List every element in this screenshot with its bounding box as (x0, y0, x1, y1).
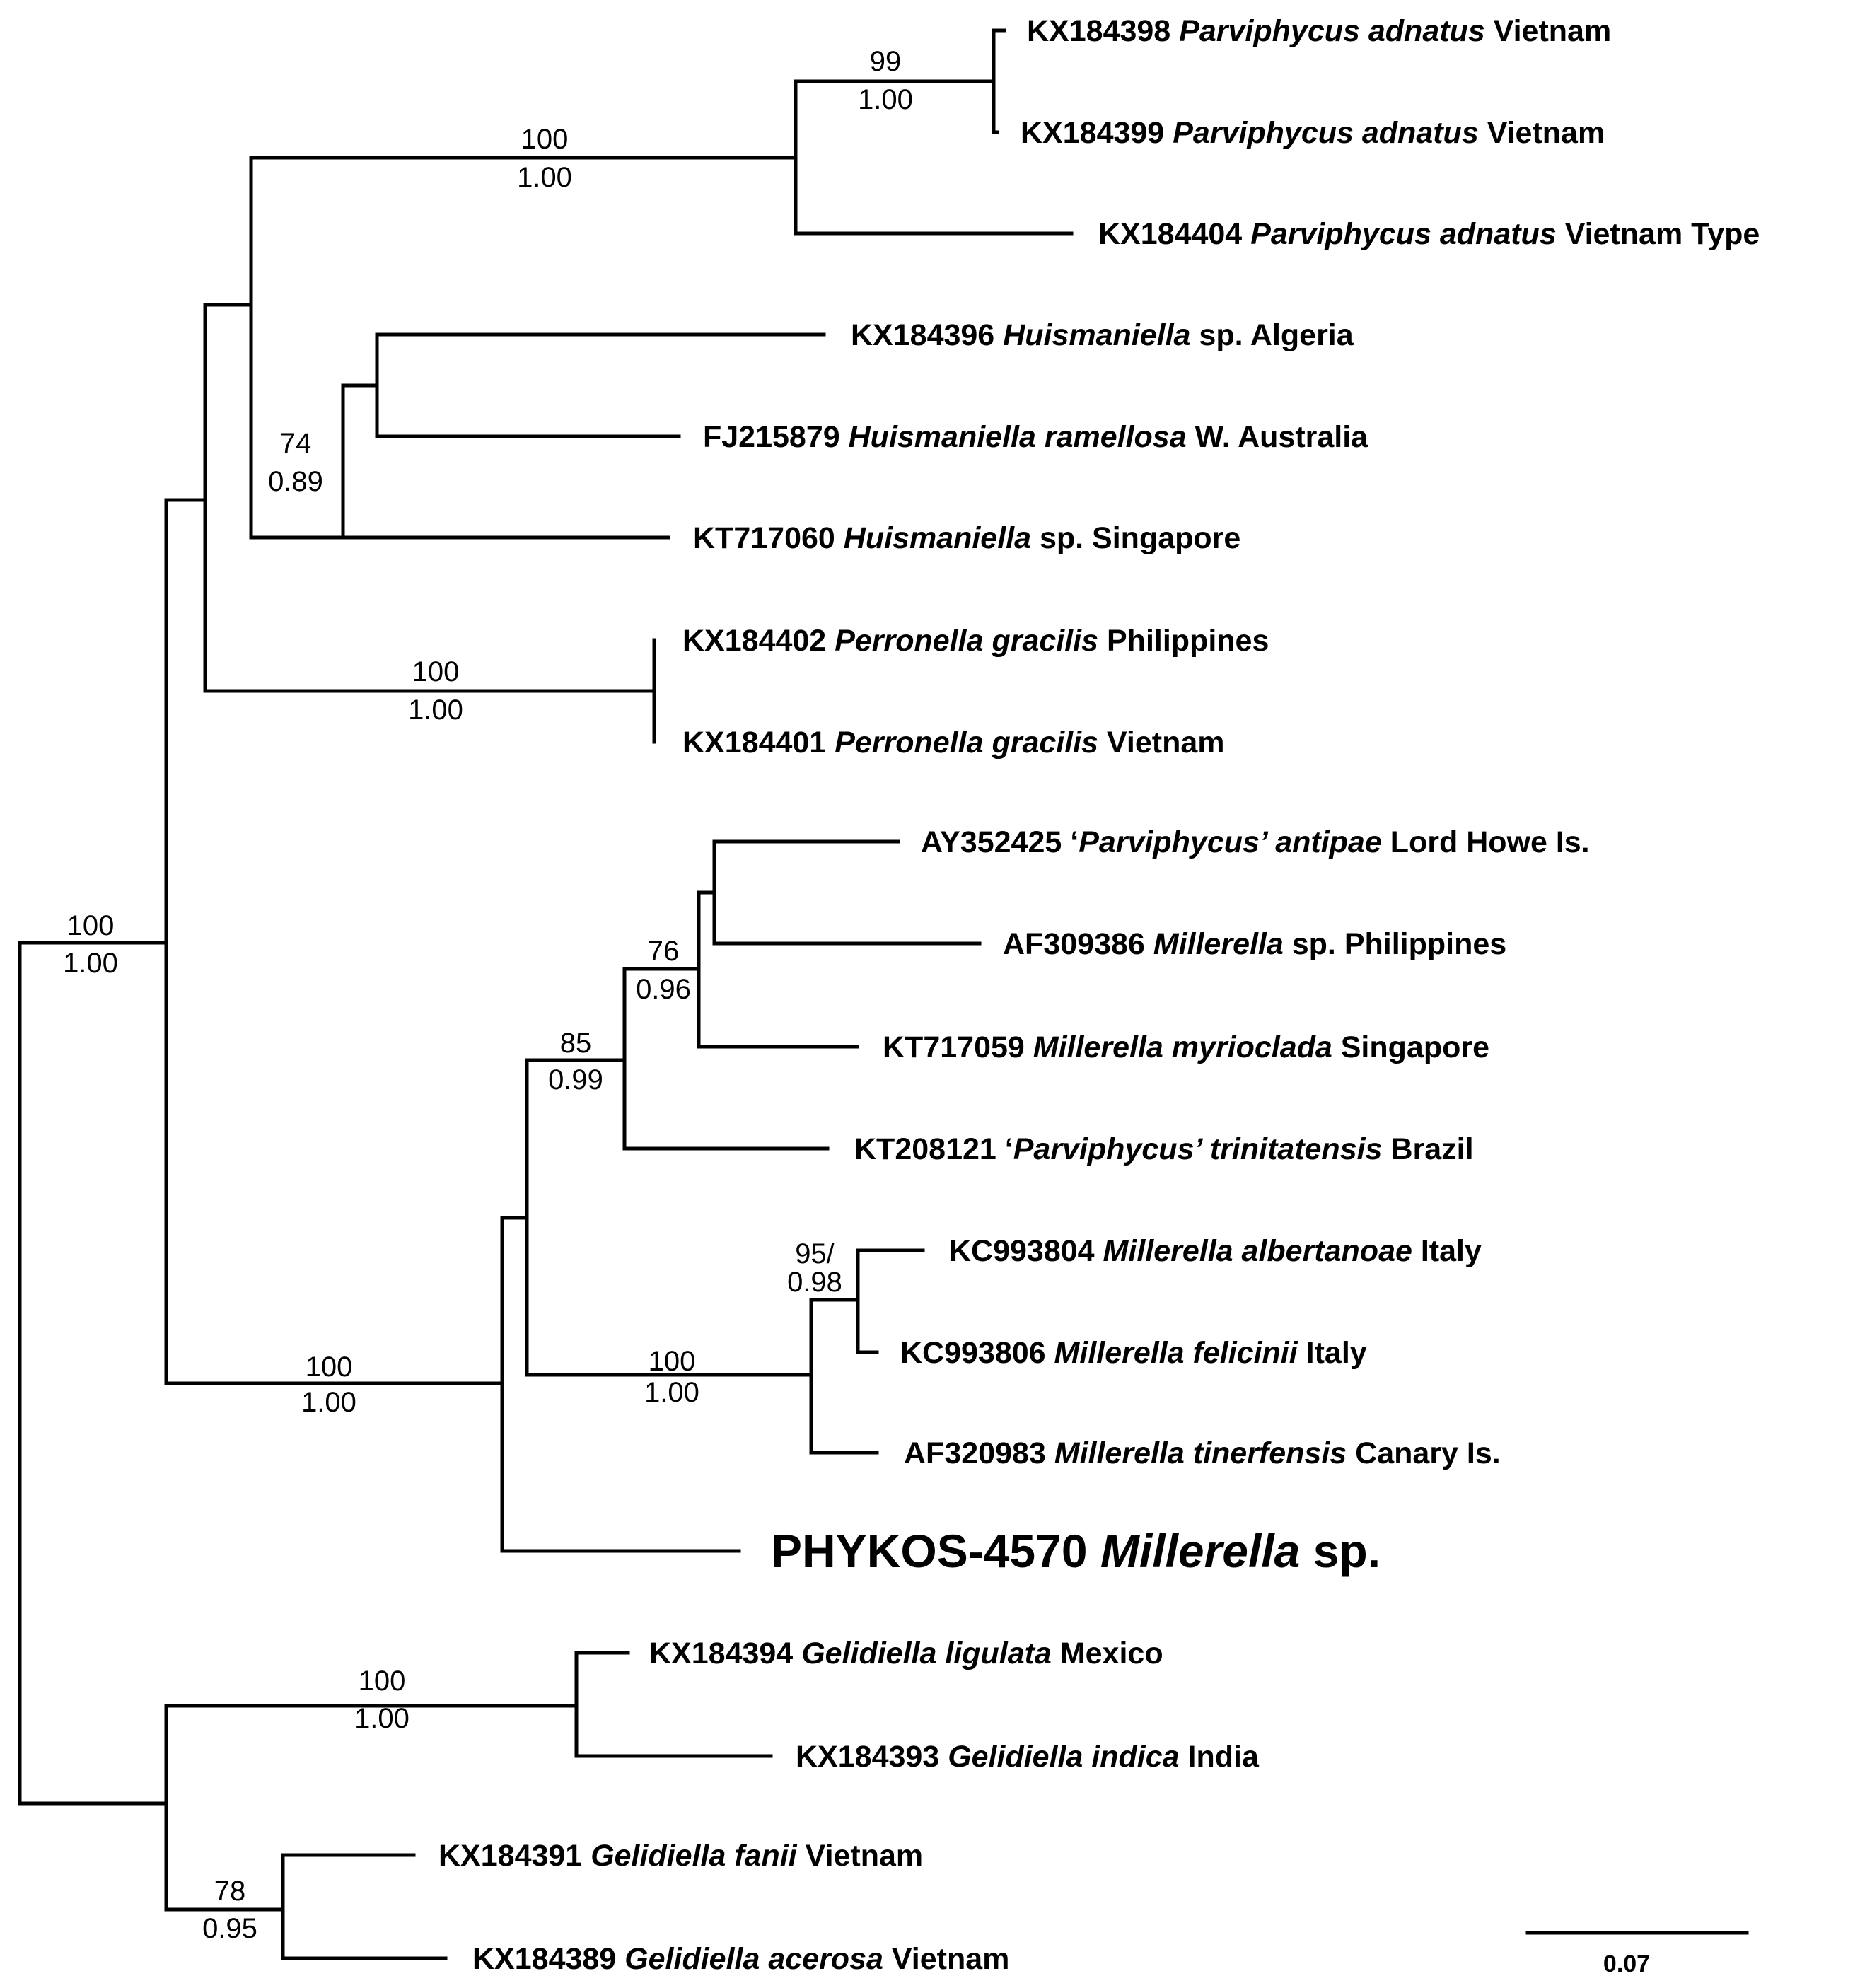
tip-label: FJ215879 Huismaniella ramellosa W. Austr… (703, 420, 1368, 454)
support-top: 100 (412, 656, 460, 687)
tip-label: KX184394 Gelidiella ligulata Mexico (649, 1637, 1163, 1670)
support-bottom: 1.00 (408, 694, 463, 726)
branch-b (203, 156, 253, 540)
support-bottom: 0.98 (787, 1267, 842, 1298)
support-top: 100 (67, 910, 115, 941)
support-top: 100 (306, 1352, 353, 1383)
support-bottom: 0.99 (548, 1064, 603, 1095)
tip-label: KX184404 Parviphycus adnatus Vietnam Typ… (1098, 217, 1760, 251)
support-top: 100 (649, 1346, 696, 1377)
support-bottom: 1.00 (301, 1387, 356, 1418)
tip-label: KX184396 Huismaniella sp. Algeria (851, 318, 1354, 352)
scale-bar: 0.07 (1525, 1931, 1749, 1977)
branch-millerella-inner (500, 1058, 529, 1377)
tip-label: KX184393 Gelidiella indica India (796, 1740, 1260, 1774)
tip-label: AF320983 Millerella tinerfensis Canary I… (904, 1436, 1501, 1470)
tip-labels: KX184398 Parviphycus adnatus Vietnam KX1… (438, 14, 1760, 1976)
tip-label: KT717060 Huismaniella sp. Singapore (693, 521, 1240, 555)
branch-a (164, 303, 207, 693)
branch-parviphycus-pair (794, 28, 996, 134)
branch-85 (525, 967, 627, 1151)
support-bottom: 1.00 (354, 1703, 409, 1734)
branch-gelidiella (18, 1704, 168, 1912)
support-top: 78 (214, 1876, 246, 1907)
support-values: 99 1.00 100 1.00 74 0.89 100 1.00 76 0.9… (63, 46, 913, 1944)
support-top: 85 (560, 1028, 592, 1059)
upper-clade-branch (18, 498, 168, 1385)
tip-label: KX184402 Perronella gracilis Philippines (682, 624, 1269, 658)
support-top: 100 (359, 1666, 406, 1697)
support-top: 76 (648, 936, 680, 967)
branch-gelidiella-lower (164, 1853, 285, 1960)
support-bottom: 1.00 (644, 1377, 699, 1408)
scale-bar-label: 0.07 (1603, 1951, 1650, 1977)
tip-label: KX184398 Parviphycus adnatus Vietnam (1027, 14, 1611, 48)
tip-label: KX184401 Perronella gracilis Vietnam (682, 726, 1225, 760)
tip-label: KC993804 Millerella albertanoae Italy (949, 1234, 1482, 1268)
tip-label: KX184391 Gelidiella fanii Vietnam (438, 1839, 923, 1873)
tree-branches (18, 28, 1074, 1960)
support-top: 95/ (795, 1238, 835, 1269)
support-bottom: 1.00 (517, 162, 572, 193)
branch-parviphycus (249, 79, 798, 236)
support-top: 100 (521, 124, 569, 155)
support-bottom: 1.00 (858, 84, 913, 115)
tip-label-study-specimen: PHYKOS-4570 Millerella sp. (771, 1525, 1381, 1577)
support-top: 99 (870, 46, 902, 77)
branch-millerella (164, 1216, 504, 1553)
branch-perronella (203, 638, 656, 744)
tip-label: KX184389 Gelidiella acerosa Vietnam (472, 1942, 1009, 1976)
branch-huismaniella (249, 383, 345, 540)
support-top: 74 (280, 428, 312, 459)
branch-76 (622, 890, 701, 1049)
branch-gelidiella-upper (164, 1651, 579, 1758)
support-bottom: 0.95 (202, 1913, 257, 1944)
support-bottom: 0.96 (636, 974, 691, 1005)
branch-european (525, 1298, 813, 1455)
tip-label: KT717059 Millerella myrioclada Singapore (883, 1030, 1489, 1064)
tip-label: AF309386 Millerella sp. Philippines (1003, 927, 1506, 961)
branch-antipae-pair (697, 839, 716, 946)
tip-label: KC993806 Millerella felicinii Italy (900, 1336, 1367, 1370)
branch-huismaniella-pair (341, 332, 379, 438)
tip-label: KX184399 Parviphycus adnatus Vietnam (1021, 116, 1605, 150)
branch-95 (809, 1248, 860, 1354)
tip-label: AY352425 ‘Parviphycus’ antipae Lord Howe… (921, 825, 1590, 859)
tip-label: KT208121 ‘Parviphycus’ trinitatensis Bra… (854, 1132, 1474, 1166)
support-bottom: 0.89 (268, 466, 323, 497)
support-bottom: 1.00 (63, 948, 118, 979)
